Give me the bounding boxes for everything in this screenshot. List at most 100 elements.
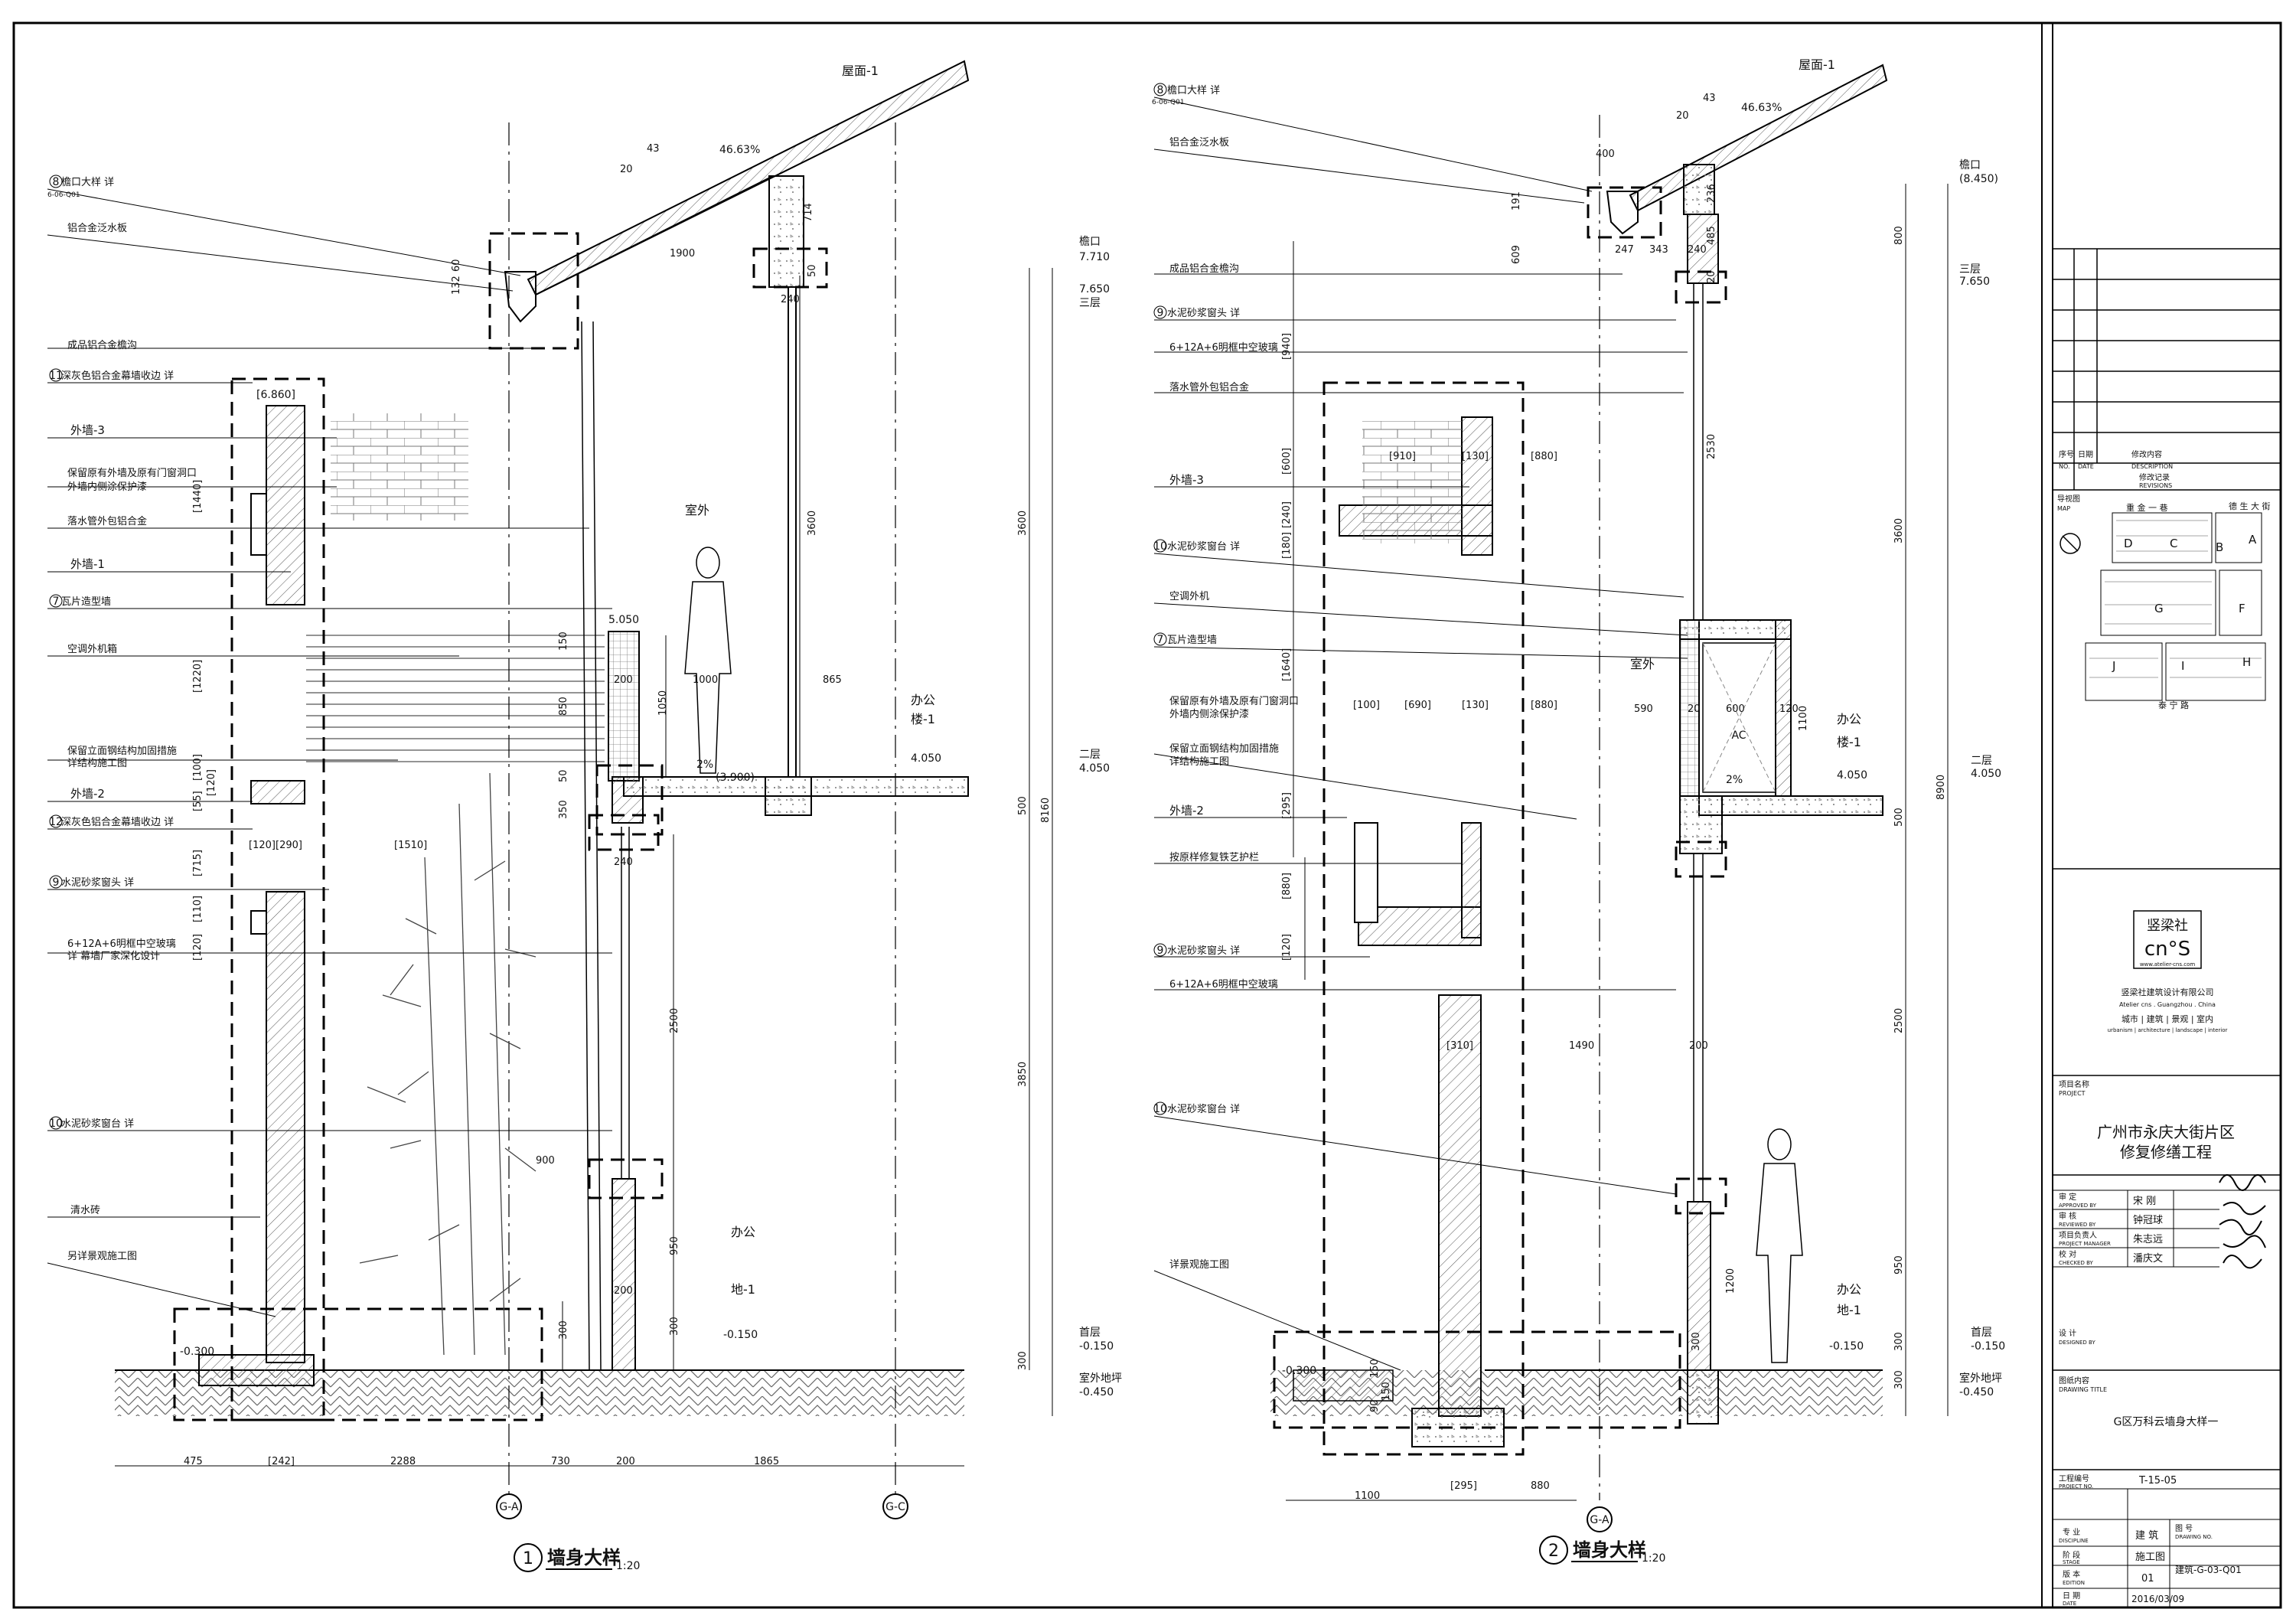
dim: 609 xyxy=(1511,245,1522,264)
drain-slope: 2% xyxy=(696,759,713,771)
label-wall-3: 外墙-3 xyxy=(1169,473,1204,487)
dim: 714 xyxy=(803,203,814,222)
section2-dims: 400 191 609 236 485 20 2530 800 3600 110… xyxy=(1281,148,1947,1502)
block-label: C xyxy=(2170,537,2177,550)
sheet-ref: 6-06-Q01 xyxy=(1152,99,1185,106)
label-sill: 水泥砂浆窗台 详 xyxy=(61,1118,134,1130)
stage: 施工图 xyxy=(2135,1552,2165,1563)
elev: 二层 xyxy=(1971,755,1992,767)
services-en: urbanism | architecture | landscape | in… xyxy=(2108,1027,2228,1033)
dim: 20 xyxy=(1688,703,1701,715)
section-scale: 1:20 xyxy=(616,1560,640,1572)
label-num: 8 xyxy=(53,176,60,188)
outer-wall-upper xyxy=(266,405,305,605)
label-num: 10 xyxy=(1153,1103,1167,1115)
dim: 3850 xyxy=(1017,1062,1029,1087)
dim: 3600 xyxy=(807,511,818,536)
elev: -0.450 xyxy=(1959,1386,1994,1398)
dim: 150 xyxy=(1381,1382,1392,1401)
dim: 200 xyxy=(616,1456,635,1467)
section-2: AC G-A xyxy=(1152,57,2005,1565)
label-num: 10 xyxy=(49,1118,63,1130)
dim: 300 xyxy=(1893,1370,1905,1389)
dim: 200 xyxy=(614,1285,633,1297)
dim: [130] xyxy=(1462,451,1489,462)
sheet-ref: 6-06-Q01 xyxy=(47,191,80,199)
dim: [120] xyxy=(249,840,276,851)
dim: [910] xyxy=(1389,451,1416,462)
label-num: 12 xyxy=(49,816,63,828)
title-block-frame xyxy=(2052,22,2281,1608)
dim: 880 xyxy=(1531,1480,1550,1492)
section-title: 墙身大样 xyxy=(1573,1539,1646,1561)
outer-wall-lower xyxy=(266,891,305,1363)
label-gutter: 成品铝合金檐沟 xyxy=(1169,263,1239,275)
dim: 2288 xyxy=(390,1456,416,1467)
label-wall-3: 外墙-3 xyxy=(70,423,105,437)
dim: 500 xyxy=(1893,808,1905,827)
label-wall-1: 外墙-1 xyxy=(70,557,105,571)
drawing-no: 建筑-G-03-Q01 xyxy=(2175,1564,2242,1575)
label-num: 9 xyxy=(53,876,60,889)
roof-label: 屋面-1 xyxy=(842,64,879,78)
discipline: 建 筑 xyxy=(2135,1529,2158,1542)
drawing-no-label-en: DRAWING NO. xyxy=(2175,1534,2213,1540)
dim: 950 xyxy=(1893,1255,1905,1274)
pm-label: 项目负责人 xyxy=(2059,1230,2097,1240)
elev: -0.450 xyxy=(1079,1386,1114,1398)
slope: 46.63% xyxy=(719,144,760,156)
company-logo: 竖梁社 cn°S www.atelier-cns.com 竖梁社建筑设计有限公司… xyxy=(2108,910,2228,1033)
dim: 3600 xyxy=(1017,511,1029,536)
elev: 首层 xyxy=(1079,1327,1101,1339)
dim: 850 xyxy=(558,697,569,716)
elev: -0.150 xyxy=(1971,1340,2005,1353)
approved-label: 审 定 xyxy=(2059,1192,2076,1202)
label-structure: 详结构施工图 xyxy=(1169,756,1229,768)
dim: 200 xyxy=(614,674,633,686)
room-office: 办公 xyxy=(911,693,935,707)
dim: 50 xyxy=(807,264,818,277)
date-label-en: DATE xyxy=(2063,1601,2076,1607)
dim: 90 xyxy=(1369,1399,1381,1412)
project-label: 项目名称 xyxy=(2059,1079,2089,1089)
block-label: G xyxy=(2154,602,2164,615)
label-tile-wall: 瓦片造型墙 xyxy=(1167,635,1217,646)
reviewed-label-en: REVIEWED BY xyxy=(2059,1222,2096,1228)
block-label: D xyxy=(2124,537,2133,550)
block-label: A xyxy=(2249,533,2257,547)
dim: [100] xyxy=(1353,700,1380,711)
date: 2016/03/09 xyxy=(2131,1594,2184,1604)
elev: -0.150 xyxy=(723,1329,758,1341)
slope-run: 43 xyxy=(647,143,660,155)
logo-mark: cn°S xyxy=(2144,938,2190,961)
dim: [295] xyxy=(1281,792,1293,819)
dim: [1510] xyxy=(394,840,427,851)
dim: 1900 xyxy=(670,248,695,259)
elev: (8.450) xyxy=(1959,173,1998,185)
dim: 1100 xyxy=(1355,1490,1380,1502)
dim: [130] xyxy=(1462,700,1489,711)
label-sill: 水泥砂浆窗台 详 xyxy=(1167,540,1240,553)
dim: 60 xyxy=(451,259,462,272)
label-flashing: 铝合金泛水板 xyxy=(1169,136,1229,148)
floor-tag-1: 地-1 xyxy=(731,1282,755,1297)
dim: [690] xyxy=(1404,700,1431,711)
elev: (3.900) xyxy=(716,772,755,784)
label-curtain-trim: 深灰色铝合金幕墙收边 详 xyxy=(61,370,174,382)
rev-date-label: 日期 xyxy=(2078,450,2093,459)
dim: [100] xyxy=(192,754,204,781)
label-flashing: 铝合金泛水板 xyxy=(67,222,127,234)
human-figure xyxy=(684,547,732,774)
label-ac-box: 空调外机箱 xyxy=(67,643,117,655)
reviewed-name: 钟冠球 xyxy=(2133,1214,2163,1226)
human-figure xyxy=(1756,1128,1803,1363)
elev: 室外地坪 xyxy=(1079,1372,1122,1385)
label-keep-wall: 保留原有外墙及原有门窗洞口 xyxy=(1169,695,1299,707)
logo-cn: 竖梁社 xyxy=(2147,918,2188,934)
dim: 2500 xyxy=(669,1008,680,1033)
drawing-title-label: 图纸内容 xyxy=(2059,1376,2089,1385)
slope: 46.63% xyxy=(1741,102,1782,114)
elev: 4.050 xyxy=(911,752,941,765)
outer-wall-lower xyxy=(1438,994,1482,1417)
brick-texture xyxy=(331,413,468,521)
